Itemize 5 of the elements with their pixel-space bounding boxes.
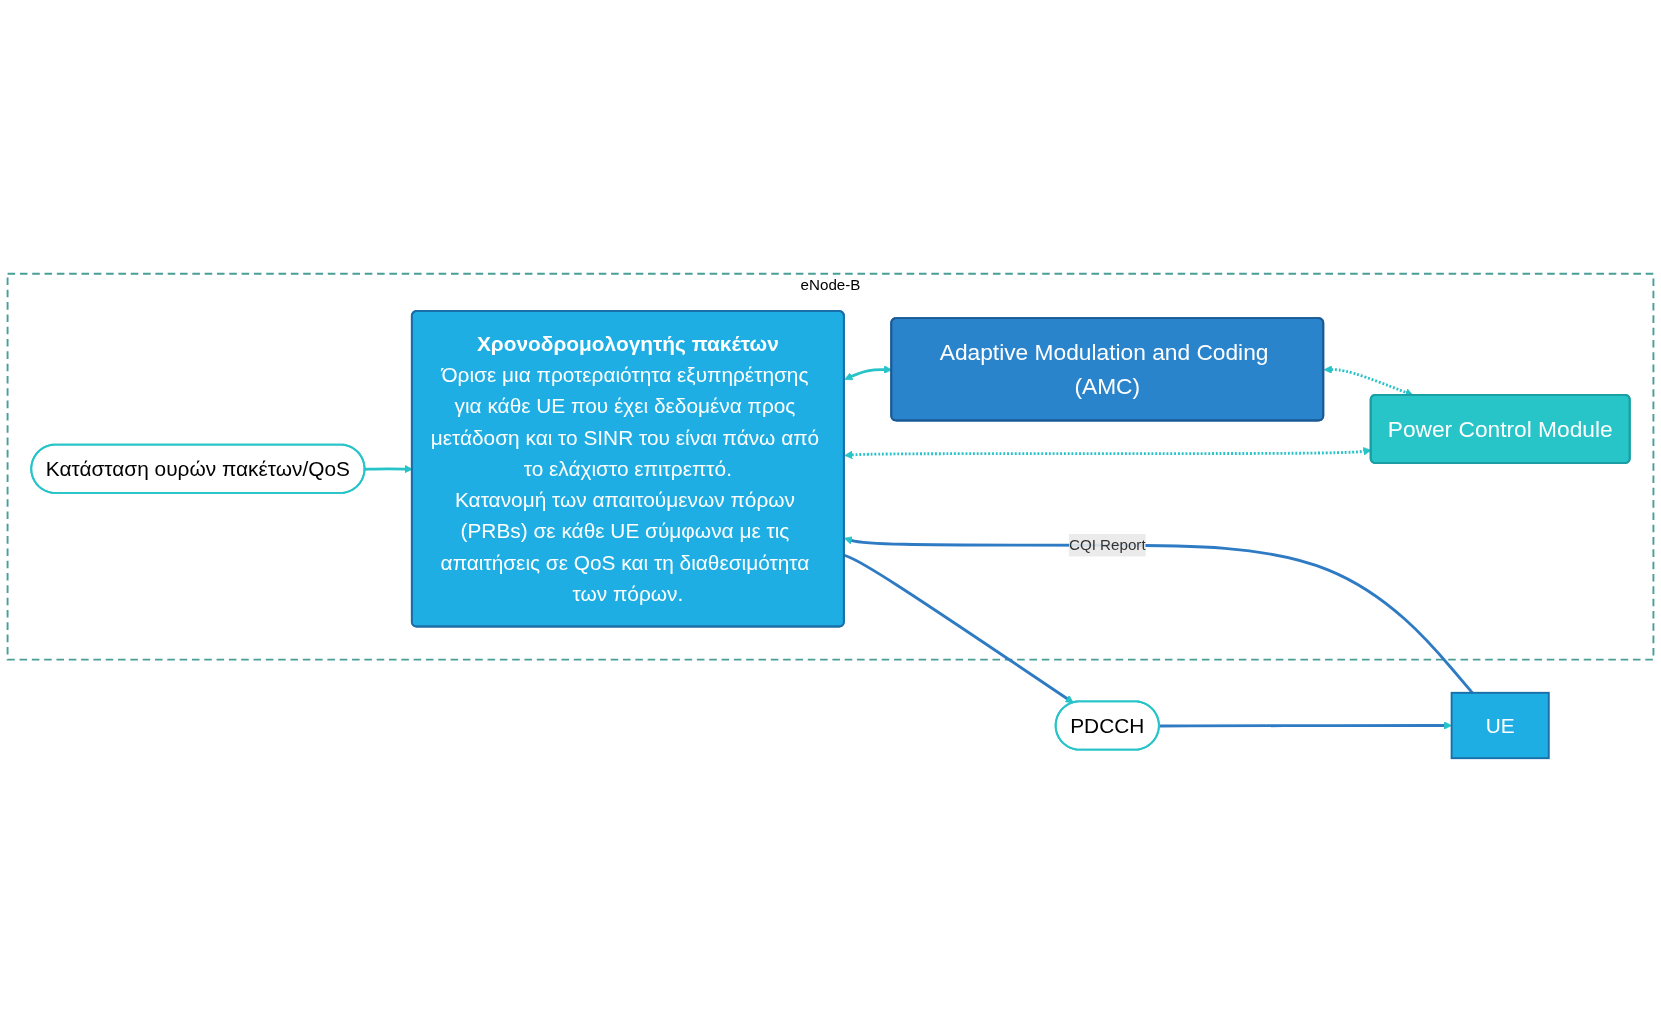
arrow bbox=[844, 536, 1474, 694]
edge-label: CQI Report bbox=[1068, 536, 1146, 553]
arrow bbox=[843, 553, 1074, 704]
arrow bbox=[1159, 721, 1452, 730]
node-box: UE bbox=[1450, 691, 1550, 760]
